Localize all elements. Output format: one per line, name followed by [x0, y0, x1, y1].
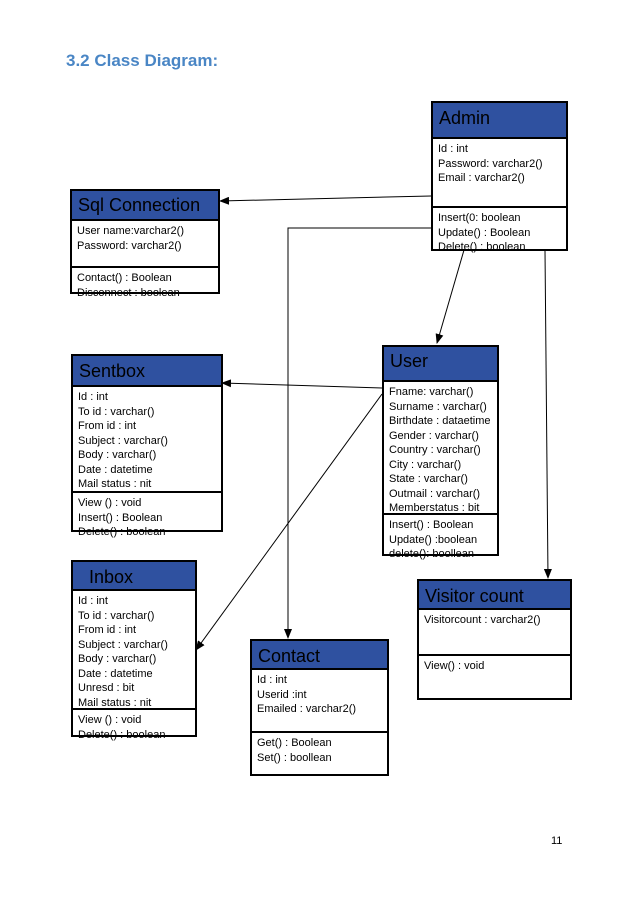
- arrow-admin-to-contact: [284, 227, 431, 639]
- attribute: Password: varchar2(): [77, 239, 182, 252]
- arrow-admin-to-user: [435, 249, 465, 344]
- method: Insert(0: boolean: [438, 212, 521, 224]
- arrow-user-to-sentbox: [221, 379, 383, 389]
- method: Update() : Boolean: [438, 226, 531, 239]
- class-sql-connection-methods: Contact() : Boolean Disconnect : boolean: [72, 266, 218, 300]
- attribute: To id : varchar(): [78, 405, 155, 418]
- attribute: Memberstatus : bit: [389, 502, 480, 514]
- attribute: Unresd : bit: [78, 682, 135, 694]
- class-user-attributes: Fname: varchar() Surname : varchar() Bir…: [384, 382, 497, 514]
- method: Insert() : Boolean: [389, 519, 474, 531]
- attribute: Emailed : varchar2(): [257, 703, 357, 715]
- class-sentbox-methods: View () : void Insert() : Boolean Delete…: [73, 491, 221, 540]
- method: Disconnect : boolean: [77, 286, 180, 299]
- attribute: Fname: varchar(): [389, 386, 474, 398]
- class-inbox: Inbox Id : int To id : varchar() From id…: [71, 560, 197, 741]
- attribute: Mail status : nit: [78, 696, 152, 709]
- class-visitor-count-attributes: Visitorcount : varchar2(): [419, 610, 570, 654]
- class-admin-attributes: Id : int Password: varchar2() Email : va…: [433, 139, 566, 206]
- attribute: Userid :int: [257, 688, 307, 701]
- method: Delete() : boolean: [78, 526, 166, 538]
- attribute: Birthdate : dataetime: [389, 415, 491, 427]
- method: View () : void: [78, 714, 142, 726]
- method: Set() : boollean: [257, 751, 332, 764]
- method: Insert() : Boolean: [78, 511, 163, 524]
- attribute: Password: varchar2(): [438, 157, 543, 170]
- section-heading: 3.2 Class Diagram:: [66, 51, 219, 70]
- attribute: Outmail : varchar(): [389, 487, 481, 500]
- class-visitor-count: Visitor count Visitorcount : varchar2() …: [417, 579, 572, 700]
- class-visitor-count-methods: View() : void: [419, 654, 570, 674]
- class-sentbox-name: Sentbox: [73, 356, 221, 387]
- class-inbox-attributes: Id : int To id : varchar() From id : int…: [73, 591, 195, 709]
- arrow-admin-to-visitor: [543, 249, 552, 579]
- class-user: User Fname: varchar() Surname : varchar(…: [382, 345, 499, 560]
- class-contact-name: Contact: [252, 641, 387, 670]
- attribute: Mail status : nit: [78, 478, 152, 490]
- attribute: State : varchar(): [389, 473, 468, 485]
- class-visitor-count-name: Visitor count: [419, 581, 570, 610]
- attribute: Surname : varchar(): [389, 400, 487, 413]
- method: Get() : Boolean: [257, 737, 332, 749]
- class-inbox-name: Inbox: [73, 562, 195, 591]
- class-sql-connection-attributes: User name:varchar2() Password: varchar2(…: [72, 221, 218, 266]
- method: Delete() : boolean: [78, 728, 166, 741]
- attribute: Id : int: [78, 595, 108, 607]
- attribute: City : varchar(): [389, 458, 462, 471]
- attribute: To id : varchar(): [78, 609, 155, 622]
- class-contact: Contact Id : int Userid :int Emailed : v…: [250, 639, 389, 776]
- method: Contact() : Boolean: [77, 272, 172, 284]
- attribute: Id : int: [78, 391, 108, 403]
- attribute: From id : int: [78, 420, 137, 432]
- page-number: 11: [551, 835, 563, 847]
- class-admin: Admin Id : int Password: varchar2() Emai…: [431, 101, 568, 253]
- class-sql-connection: Sql Connection User name:varchar2() Pass…: [70, 189, 220, 299]
- arrow-user-to-inbox: [195, 393, 383, 651]
- method: Update() :boolean: [389, 533, 478, 546]
- class-contact-methods: Get() : Boolean Set() : boollean: [252, 731, 387, 765]
- method: delete(): boollean: [389, 548, 475, 560]
- attribute: Id : int: [438, 143, 468, 155]
- attribute: Body : varchar(): [78, 449, 157, 461]
- arrow-admin-to-sql: [219, 195, 432, 205]
- attribute: User name:varchar2(): [77, 225, 184, 237]
- class-sentbox: Sentbox Id : int To id : varchar() From …: [71, 354, 223, 538]
- attribute: Date : datetime: [78, 667, 153, 680]
- class-admin-methods: Insert(0: boolean Update() : Boolean Del…: [433, 206, 566, 255]
- attribute: Gender : varchar(): [389, 429, 479, 442]
- attribute: Country : varchar(): [389, 444, 481, 456]
- class-sql-connection-name: Sql Connection: [72, 191, 218, 221]
- class-inbox-methods: View () : void Delete() : boolean: [73, 708, 195, 742]
- class-user-name: User: [384, 347, 497, 382]
- attribute: Email : varchar2(): [438, 172, 525, 184]
- attribute: Body : varchar(): [78, 653, 157, 665]
- attribute: Subject : varchar(): [78, 434, 168, 447]
- method: View () : void: [78, 497, 142, 509]
- attribute: Subject : varchar(): [78, 638, 168, 651]
- attribute: Date : datetime: [78, 463, 153, 476]
- attribute: Visitorcount : varchar2(): [424, 614, 541, 626]
- class-contact-attributes: Id : int Userid :int Emailed : varchar2(…: [252, 670, 387, 731]
- method: Delete() : boolean: [438, 241, 526, 253]
- method: View() : void: [424, 660, 485, 672]
- attribute: Id : int: [257, 674, 287, 686]
- class-user-methods: Insert() : Boolean Update() :boolean del…: [384, 513, 497, 562]
- class-admin-name: Admin: [433, 103, 566, 139]
- attribute: From id : int: [78, 624, 137, 636]
- class-sentbox-attributes: Id : int To id : varchar() From id : int…: [73, 387, 221, 491]
